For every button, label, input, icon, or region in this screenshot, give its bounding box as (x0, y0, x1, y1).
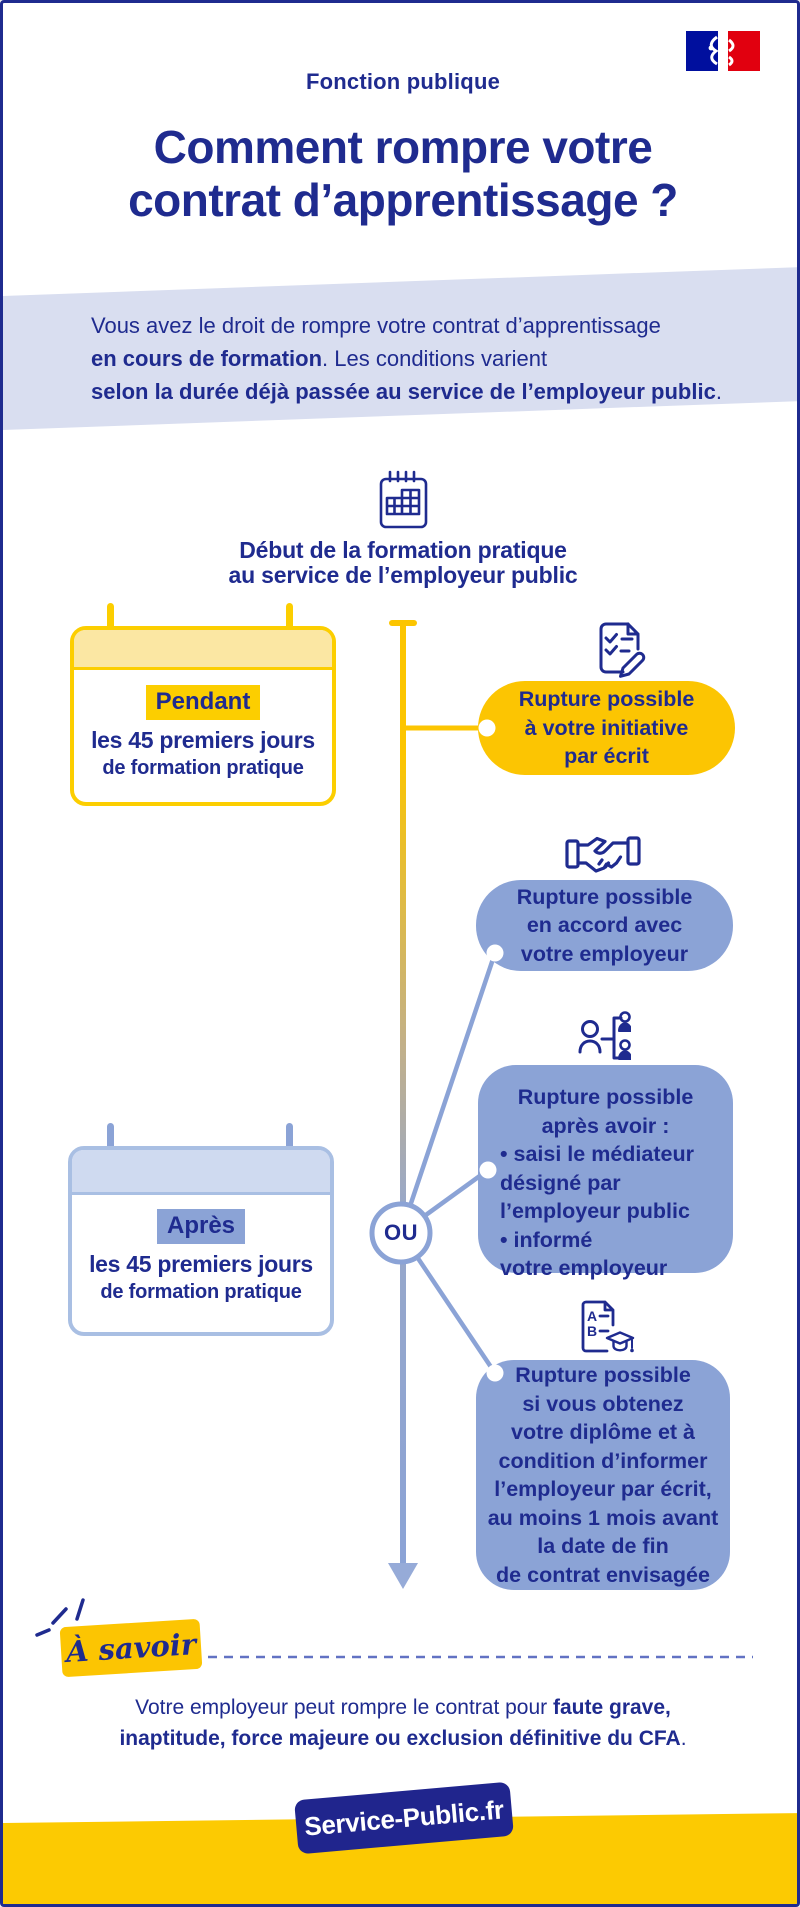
rupture-bubble-mediateur-list: • saisi le médiateur désigné par l’emplo… (500, 1142, 694, 1280)
note-line-1: Votre employeur peut rompre le contrat p… (135, 1696, 553, 1719)
pendant-line-1: les 45 premiers jours (91, 727, 315, 753)
timeline-start-heading: Début de la formation pratique au servic… (228, 537, 578, 588)
calendar-grid-icon (378, 469, 430, 531)
rupture-bubble-accord: Rupture possible en accord avec votre em… (476, 880, 733, 971)
intro-band (3, 267, 797, 430)
rupture-bubble-mediateur: Rupture possible après avoir : • saisi l… (478, 1065, 733, 1280)
french-republic-flag-logo (686, 31, 760, 71)
rupture-bubble-initiative: Rupture possible à votre initiative par … (478, 681, 735, 775)
a-savoir-badge: À savoir (59, 1618, 203, 1678)
pendant-card: Pendant les 45 premiers jours de formati… (70, 626, 336, 806)
pendant-label: Pendant (145, 685, 261, 720)
apres-card: Après les 45 premiers jours de formation… (68, 1146, 334, 1336)
intro-line-2-rest: . Les conditions varient (322, 346, 548, 371)
marianne-hair-curve (728, 38, 735, 67)
apres-line-2: de formation pratique (100, 1281, 302, 1303)
note-line-1-bold: faute grave, (553, 1696, 671, 1719)
diploma-document-icon: A B (577, 1299, 635, 1357)
intro-line-2-bold: en cours de formation (91, 346, 323, 371)
a-savoir-text: Votre employeur peut rompre le contrat p… (3, 1693, 797, 1754)
pendant-line-2: de formation pratique (102, 757, 304, 779)
marianne-detail-dot (708, 45, 714, 51)
pendant-card-header (74, 630, 332, 670)
flag-red-block (728, 31, 760, 71)
diploma-letter-a: A (587, 1308, 597, 1324)
rupture-bubble-mediateur-head: Rupture possible après avoir : (517, 1085, 694, 1138)
apres-card-header (72, 1150, 330, 1195)
intro-line-3-rest: . (715, 379, 722, 404)
spark-lines-icon (35, 1598, 85, 1637)
timeline-top-cap (389, 620, 417, 626)
handshake-icon (565, 833, 641, 877)
diploma-letter-b: B (587, 1323, 597, 1339)
rupture-bubble-diplome: Rupture possible si vous obtenez votre d… (476, 1360, 730, 1590)
intro-paragraph: Vous avez le droit de rompre votre contr… (91, 309, 741, 408)
marianne-profile-curve (709, 35, 719, 66)
mediator-people-icon (577, 1009, 631, 1067)
intro-line-1: Vous avez le droit de rompre votre contr… (91, 313, 661, 338)
apres-label: Après (156, 1209, 246, 1244)
flag-blue-block (686, 31, 718, 71)
note-line-2-bold: inaptitude, force majeure ou exclusion d… (119, 1726, 681, 1750)
timeline-arrowhead-icon (388, 1563, 418, 1589)
or-label: OU (384, 1220, 418, 1245)
page-title: Comment rompre votre contrat d’apprentis… (128, 121, 678, 226)
checklist-pencil-icon (594, 621, 648, 679)
brand-label: Fonction publique (305, 69, 501, 94)
note-line-2-rest: . (680, 1726, 687, 1750)
apres-line-1: les 45 premiers jours (89, 1251, 313, 1277)
intro-line-3-bold: selon la durée déjà passée au service de… (91, 379, 716, 404)
dashed-separator (208, 1655, 753, 1659)
